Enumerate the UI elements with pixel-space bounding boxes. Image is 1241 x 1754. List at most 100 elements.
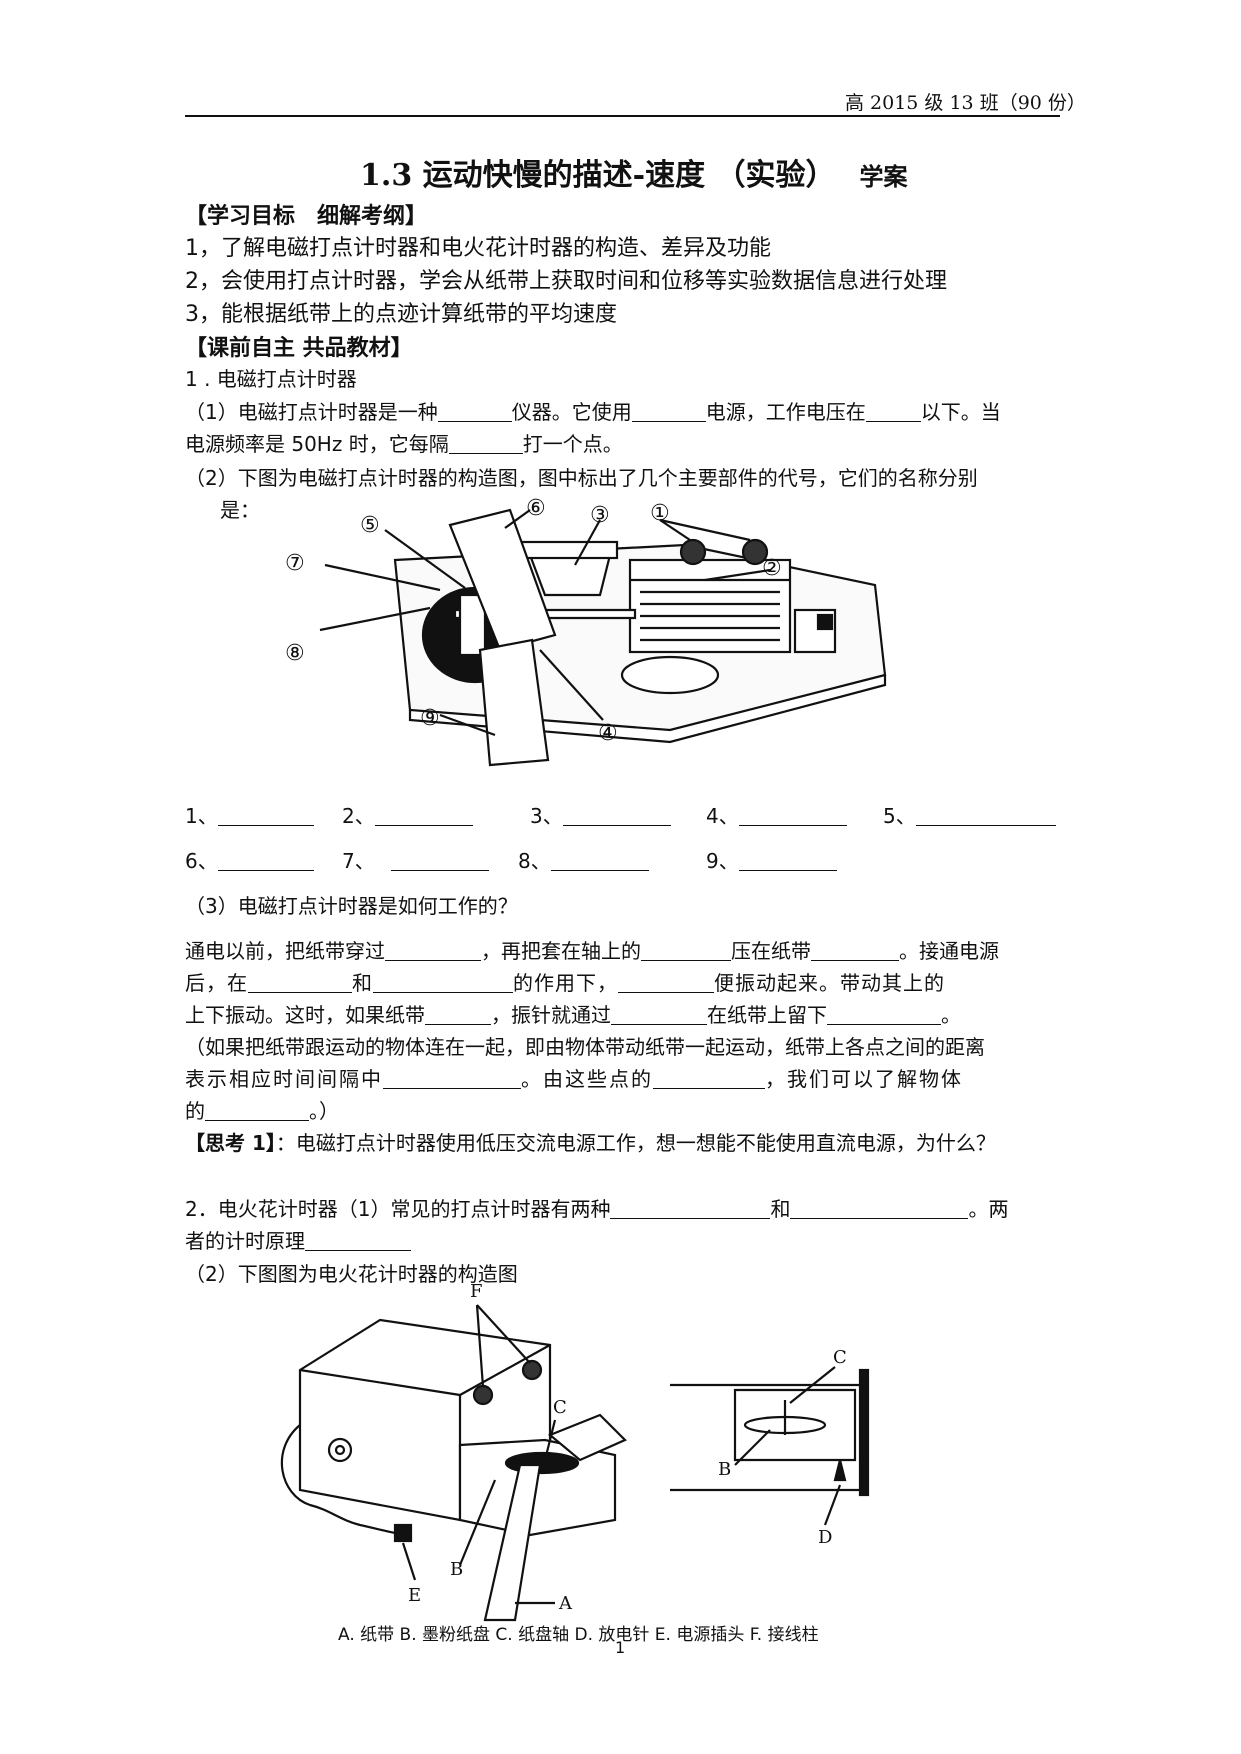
blank-field[interactable] [811,940,899,961]
text: 2．电火花计时器（1）常见的打点计时器有两种 [185,1197,611,1221]
blank-field[interactable] [217,805,314,826]
text: 便振动起来。带动其上的 [714,971,945,995]
part-number: 3、 [530,804,563,828]
text: 打一个点。 [522,432,623,456]
blank-field[interactable] [790,1198,969,1219]
work-line-4: （如果把纸带跟运动的物体连在一起，即由物体带动纸带一起运动，纸带上各点之间的距离 [185,1035,985,1059]
text: 上下振动。这时，如果纸带 [185,1003,425,1027]
think-label: 【思考 1】 [185,1131,276,1155]
figure1-label-2: ② [762,556,782,581]
blank-field[interactable] [385,940,481,961]
section1-paragraph3: （3）电磁打点计时器是如何工作的？ [185,894,518,918]
part-number: 4、 [706,804,739,828]
figure2-label-D: D [818,1527,832,1548]
figure2-label-B: B [450,1559,463,1580]
figure2-label-B2: B [718,1459,731,1480]
electromagnetic-timer-diagram: ① ② ③ ④ ⑤ ⑥ ⑦ ⑧ ⑨ [285,496,887,767]
figure1-label-7: ⑦ [285,551,305,576]
part-blank-2: 2、 [342,800,473,829]
part-blank-3: 3、 [530,800,671,829]
figure1-label-3: ③ [590,503,610,528]
text: 和 [352,971,373,995]
text: 表示相应时间间隔中 [185,1067,383,1091]
think-text: ：电磁打点计时器使用低压交流电源工作，想一想能不能使用直流电源，为什么？ [275,1131,996,1155]
text: 电源频率是 50Hz 时，它每隔 [185,432,449,456]
goal-item-2: 2，会使用打点计时器，学会从纸带上获取时间和位移等实验数据信息进行处理 [185,269,947,294]
text: 。两 [968,1197,1009,1221]
figure1-label-8: ⑧ [285,641,305,666]
text: ，我们可以了解物体 [765,1067,963,1091]
blank-field[interactable] [865,401,921,422]
section1-title: 1 . 电磁打点计时器 [185,367,357,391]
part-number: 8、 [518,849,551,873]
text: （1）电磁打点计时器是一种 [185,400,438,424]
figure2-caption: A. 纸带 B. 墨粉纸盘 C. 纸盘轴 D. 放电针 E. 电源插头 F. 接… [338,1625,819,1645]
part-blank-9: 9、 [706,845,837,874]
blank-field[interactable] [383,1068,521,1089]
blank-field[interactable] [611,1004,707,1025]
blank-field[interactable] [437,401,512,422]
goal-item-3: 3，能根据纸带上的点迹计算纸带的平均速度 [185,302,617,327]
part-number: 9、 [706,849,739,873]
spark-timer-diagram: F C B A E C B D [280,1281,870,1622]
part-blank-5: 5、 [883,800,1056,829]
section1-paragraph1-line2: 电源频率是 50Hz 时，它每隔 打一个点。 [185,428,623,457]
blank-field[interactable] [425,1004,491,1025]
text: ，振针就通过 [491,1003,611,1027]
section2-line-3: （2）下图图为电火花计时器的构造图 [185,1262,518,1286]
page-number: 1 [615,1638,626,1657]
part-number: 7、 [342,849,375,873]
figure1-label-1: ① [650,501,670,526]
blank-field[interactable] [448,433,523,454]
text: 压在纸带 [731,939,811,963]
blank-field[interactable] [738,850,837,871]
text: 在纸带上留下 [707,1003,827,1027]
goal-item-1: 1，了解电磁打点计时器和电火花计时器的构造、差异及功能 [185,236,771,261]
blank-field[interactable] [550,850,649,871]
blank-field[interactable] [618,972,714,993]
blank-field[interactable] [305,1230,411,1251]
text: 的作用下， [513,971,618,995]
blank-field[interactable] [374,805,473,826]
section1-paragraph2-line1: （2）下图为电磁打点计时器的构造图，图中标出了几个主要部件的代号，它们的名称分别 [185,466,978,490]
text: 的 [185,1099,205,1123]
work-line-1: 通电以前，把纸带穿过，再把套在轴上的压在纸带。接通电源 [185,935,999,964]
text: 后，在 [185,971,248,995]
text: 者的计时原理 [185,1229,305,1253]
blank-field[interactable] [373,972,513,993]
blank-field[interactable] [205,1100,309,1121]
page-title: 1.3 运动快慢的描述-速度 （实验）学案 [360,150,908,194]
figure2-label-F: F [470,1281,483,1302]
figure2-label-A: A [558,1593,573,1614]
blank-field[interactable] [915,805,1056,826]
class-info: 高 2015 级 13 班（90 份） [845,92,1086,114]
figure2-label-C2: C [833,1347,847,1368]
section2-line-1: 2．电火花计时器（1）常见的打点计时器有两种 和 。两 [185,1193,1008,1222]
text: 和 [770,1197,791,1221]
part-blank-8: 8、 [518,845,649,874]
goals-heading: 【学习目标 细解考纲】 [185,204,428,229]
text: 。由这些点的 [521,1067,653,1091]
text: 。 [941,1003,961,1027]
part-number: 5、 [883,804,916,828]
blank-field[interactable] [217,850,314,871]
blank-field[interactable] [641,940,731,961]
blank-field[interactable] [248,972,352,993]
blank-field[interactable] [653,1068,765,1089]
figure1-label-6: ⑥ [526,496,546,521]
text: 电源，工作电压在 [705,400,866,424]
blank-field[interactable] [390,850,489,871]
part-blank-7: 7、 [342,845,489,874]
blank-field[interactable] [562,805,671,826]
figure1-label-4: ④ [598,721,618,746]
think-question: 【思考 1】：电磁打点计时器使用低压交流电源工作，想一想能不能使用直流电源，为什… [185,1127,996,1156]
blank-field[interactable] [738,805,847,826]
blank-field[interactable] [631,401,706,422]
blank-field[interactable] [610,1198,771,1219]
preclass-heading: 【课前自主 共品教材】 [185,336,413,361]
text: 。） [309,1099,339,1123]
text: ，再把套在轴上的 [481,939,641,963]
part-blank-6: 6、 [185,845,314,874]
blank-field[interactable] [827,1004,941,1025]
text: 。接通电源 [899,939,999,963]
